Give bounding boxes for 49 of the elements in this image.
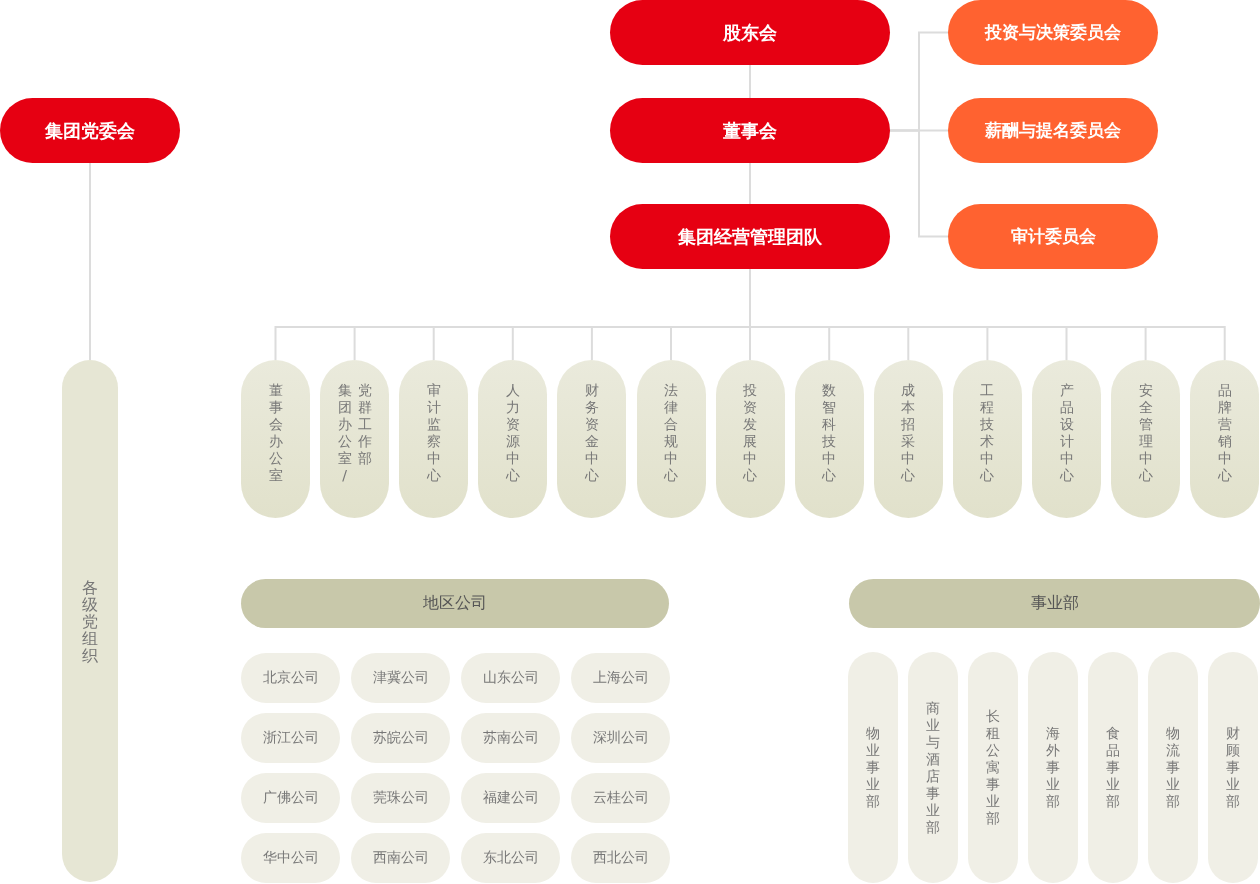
party-org-bar: 各级党组织 — [62, 360, 118, 882]
company-pill: 津冀公司 — [351, 653, 450, 703]
company-pill: 云桂公司 — [571, 773, 670, 823]
company-pill: 西南公司 — [351, 833, 450, 883]
company-pill: 福建公司 — [461, 773, 560, 823]
committee-box: 审计委员会 — [948, 204, 1158, 269]
company-pill: 西北公司 — [571, 833, 670, 883]
division-pill: 长租公寓事业部 — [968, 652, 1018, 883]
company-pill: 东北公司 — [461, 833, 560, 883]
company-pill: 莞珠公司 — [351, 773, 450, 823]
division-pill: 商业与酒店事业部 — [908, 652, 958, 883]
department-pill: 投资发展中心 — [715, 360, 785, 518]
committee-box: 薪酬与提名委员会 — [948, 98, 1158, 163]
committee-box: 投资与决策委员会 — [948, 0, 1158, 65]
connector-line — [89, 162, 91, 361]
org-box: 集团党委会 — [0, 98, 180, 163]
group-header-bar: 事业部 — [849, 579, 1260, 628]
department-pill: 产品设计中心 — [1032, 360, 1101, 518]
division-pill: 食品事业部 — [1088, 652, 1138, 883]
division-pill: 财顾事业部 — [1208, 652, 1258, 883]
department-pill: 安全管理中心 — [1111, 360, 1181, 518]
company-pill: 苏皖公司 — [351, 713, 450, 763]
org-box: 股东会 — [610, 0, 890, 65]
company-pill: 华中公司 — [241, 833, 340, 883]
division-pill: 物流事业部 — [1148, 652, 1198, 883]
department-pill: 工程技术中心 — [952, 360, 1022, 518]
department-pill: 法律合规中心 — [636, 360, 706, 518]
company-pill: 浙江公司 — [241, 713, 340, 763]
department-pill: 财务资金中心 — [557, 360, 627, 518]
company-pill: 山东公司 — [461, 653, 560, 703]
division-pill: 物业事业部 — [848, 652, 898, 883]
company-pill: 北京公司 — [241, 653, 340, 703]
department-pill: 集团办公室/党群工作部 — [320, 360, 390, 518]
department-pill: 品牌营销中心 — [1190, 360, 1260, 518]
connector-line — [749, 162, 751, 205]
connector-line — [749, 64, 751, 99]
department-pill: 董事会办公室 — [241, 360, 310, 518]
org-box: 集团经营管理团队 — [610, 204, 890, 269]
company-pill: 深圳公司 — [571, 713, 670, 763]
group-header-bar: 地区公司 — [241, 579, 669, 628]
company-pill: 苏南公司 — [461, 713, 560, 763]
department-pill: 成本招采中心 — [873, 360, 943, 518]
company-pill: 广佛公司 — [241, 773, 340, 823]
org-box: 董事会 — [610, 98, 890, 163]
division-pill: 海外事业部 — [1028, 652, 1078, 883]
department-pill: 人力资源中心 — [478, 360, 548, 518]
company-pill: 上海公司 — [571, 653, 670, 703]
department-pill: 数智科技中心 — [794, 360, 864, 518]
department-pill: 审计监察中心 — [399, 360, 469, 518]
